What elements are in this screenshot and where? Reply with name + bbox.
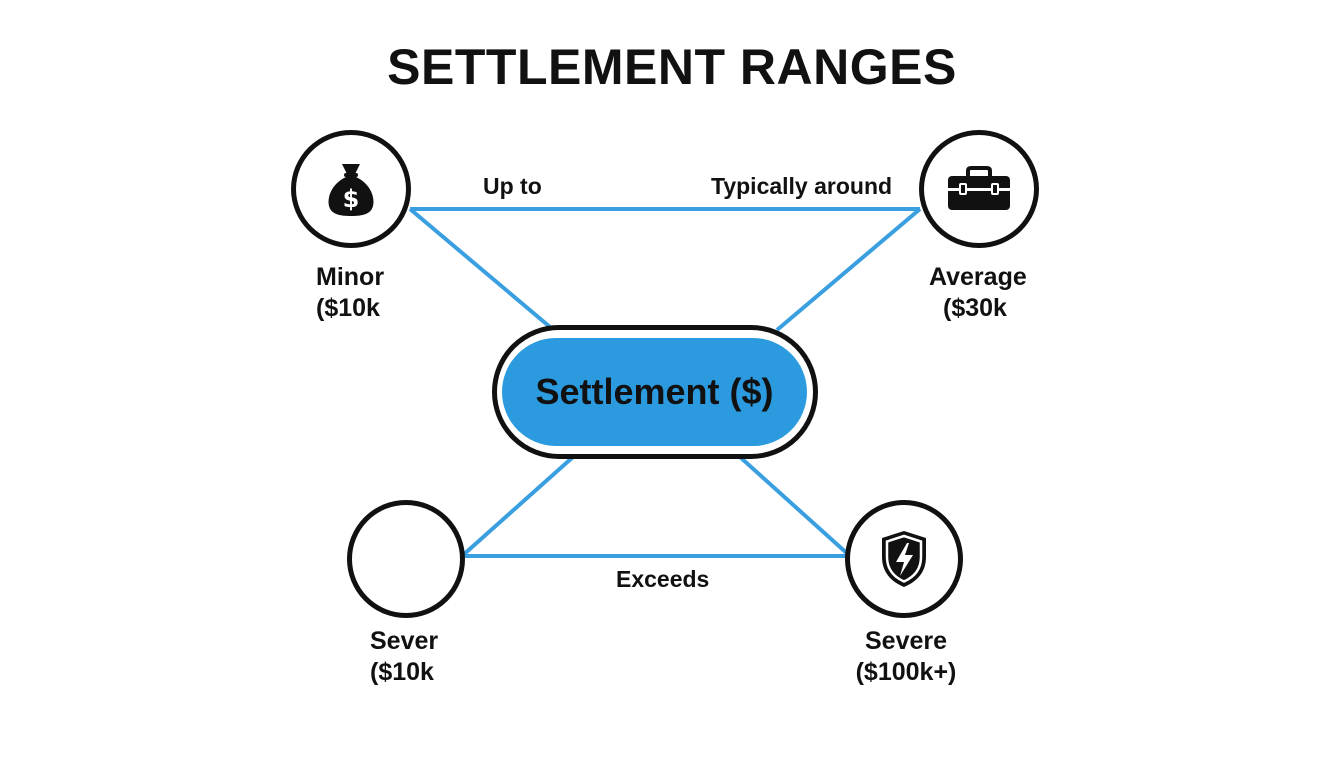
center-node-label: Settlement ($): [535, 371, 774, 412]
edge-minor-center: [408, 207, 552, 329]
node-average: [919, 130, 1039, 248]
node-minor-title: Minor: [316, 263, 385, 291]
node-minor-range: ($10k: [316, 294, 380, 322]
node-sever-label: Sever ($10k: [370, 626, 438, 688]
node-severe-range: ($100k+): [855, 658, 957, 686]
node-severe-label: Severe ($100k+): [853, 626, 959, 688]
shield-bolt-icon: [882, 531, 926, 587]
edge-label-typically-around: Typically around: [711, 173, 893, 199]
node-severe-title: Severe: [864, 627, 948, 655]
page-title: SETTLEMENT RANGES: [387, 39, 957, 95]
edge-average-center: [775, 207, 922, 332]
node-minor: $: [291, 130, 411, 248]
node-average-title: Average: [929, 263, 1027, 291]
node-sever-range: ($10k: [370, 658, 434, 686]
svg-text:$: $: [343, 185, 360, 213]
node-sever-title: Sever: [370, 627, 439, 655]
node-minor-label: Minor ($10k: [316, 262, 384, 324]
node-sever: [347, 500, 465, 618]
edge-label-up-to: Up to: [483, 173, 542, 199]
edge-center-severe: [738, 455, 852, 558]
briefcase-icon: [948, 166, 1010, 210]
center-node: Settlement ($): [502, 338, 807, 446]
node-average-range: ($30k: [943, 294, 1007, 322]
edge-center-sever: [460, 455, 575, 558]
money-bag-icon: $: [328, 164, 374, 216]
node-severe: [845, 500, 963, 618]
node-average-label: Average ($30k: [929, 262, 1027, 324]
edge-label-exceeds: Exceeds: [616, 566, 710, 592]
